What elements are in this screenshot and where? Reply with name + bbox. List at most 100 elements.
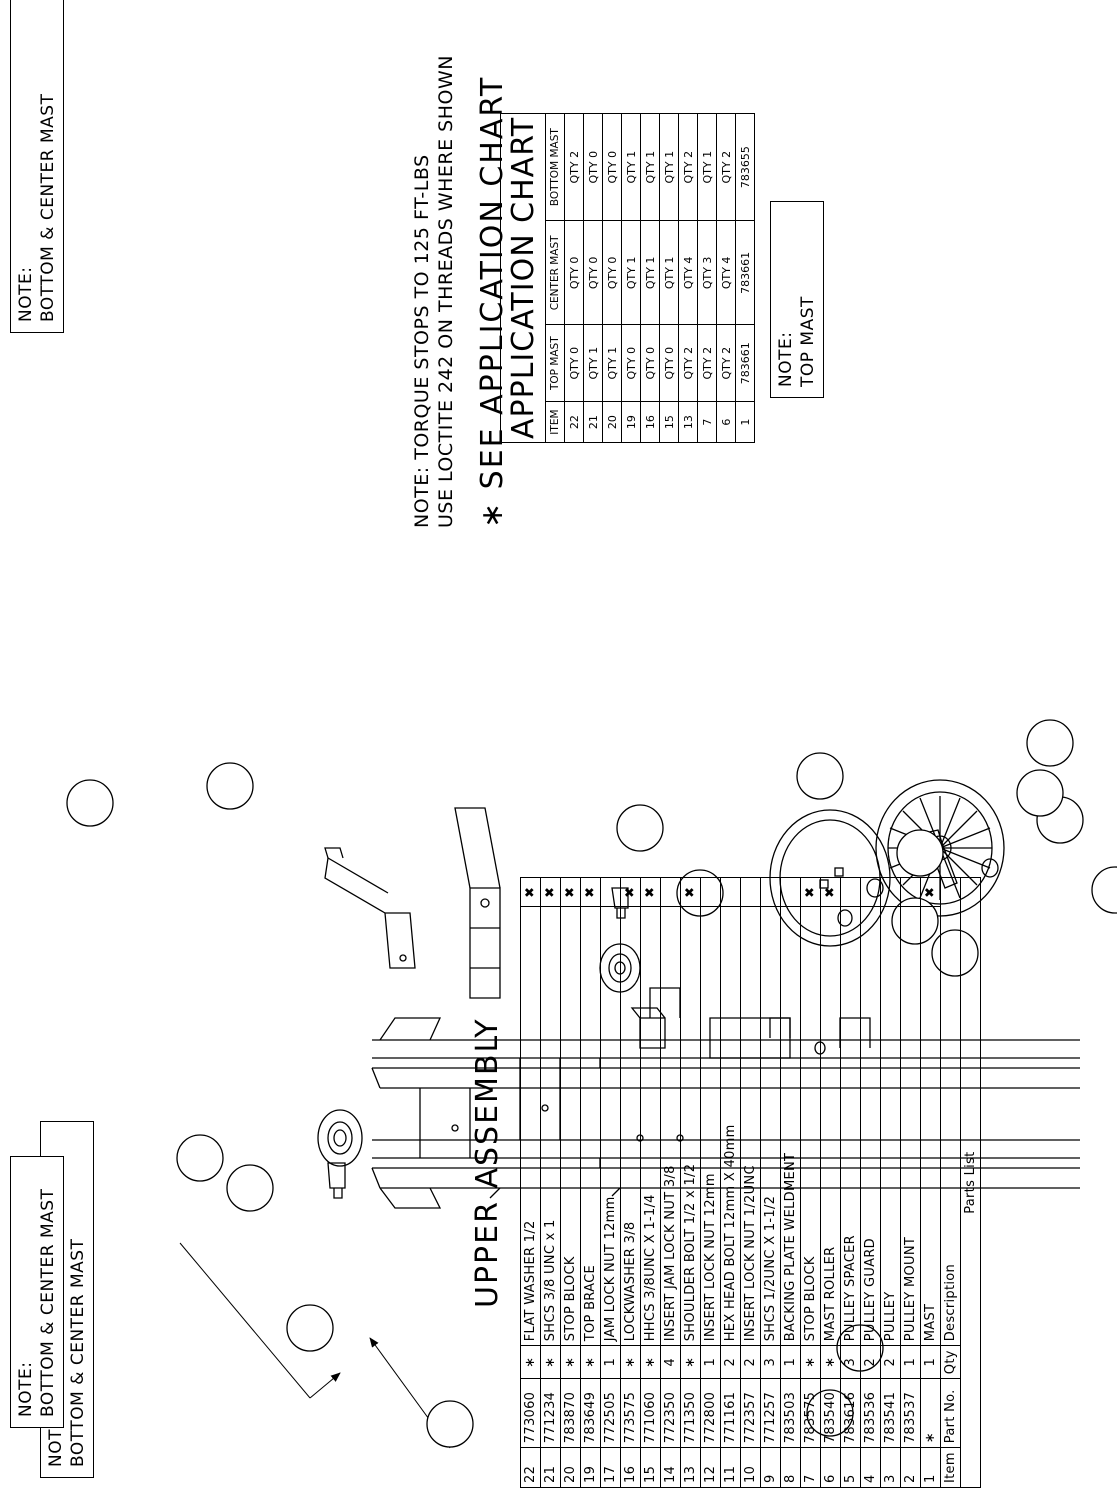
parts-list-cell: SHCS 1/2UNC X 1-1/2 — [760, 906, 781, 1346]
application-chart-cell: QTY 1 — [621, 221, 641, 325]
parts-list-cell: 7 — [800, 1447, 821, 1488]
application-chart-cell: 20 — [602, 401, 622, 443]
parts-list-cell: 783575 — [800, 1378, 821, 1448]
application-chart-cell: QTY 1 — [640, 221, 660, 325]
parts-list-col-header: Description — [940, 877, 961, 1346]
application-chart-cell: QTY 2 — [678, 113, 698, 221]
shoulder-bolt-part — [327, 1162, 346, 1199]
application-chart-cell: QTY 2 — [678, 324, 698, 402]
parts-list-cell: 783503 — [780, 1378, 801, 1448]
application-chart-cell: QTY 0 — [564, 324, 584, 402]
application-chart-cell: QTY 2 — [716, 324, 736, 402]
shcs-part — [649, 987, 681, 1018]
parts-list-cell — [900, 877, 921, 907]
parts-list-cell: 16 — [620, 1447, 641, 1488]
col-header: BOTTOM MAST — [545, 113, 565, 221]
application-chart-cell: 783655 — [735, 113, 755, 221]
application-chart-cell: QTY 0 — [564, 221, 584, 325]
parts-list-cell: ∗ — [800, 1345, 821, 1379]
parts-list-cell: MAST — [920, 906, 941, 1346]
parts-list-cell: INSERT LOCK NUT 1/2UNC — [740, 906, 761, 1346]
mast-roller-part — [317, 1109, 363, 1167]
parts-list-cell: 13 — [680, 1447, 701, 1488]
application-chart-cell: 19 — [621, 401, 641, 443]
parts-list-cell: ∗ — [540, 1345, 561, 1379]
application-chart-cell: QTY 0 — [602, 113, 622, 221]
application-chart-cell: QTY 1 — [602, 324, 622, 402]
application-chart-cell: 16 — [640, 401, 660, 443]
parts-list-cell — [860, 877, 881, 907]
parts-list-cell: 4 — [860, 1447, 881, 1488]
hhcs-part — [839, 1017, 871, 1048]
application-chart-cell: QTY 0 — [621, 324, 641, 402]
parts-list-col-header: Part No. — [940, 1378, 961, 1448]
assembly-title: UPPER ASSEMBLY — [470, 1017, 505, 1308]
parts-list-cell: ✖ — [680, 877, 701, 907]
parts-list-cell: 1 — [600, 1345, 621, 1379]
parts-list-cell: PULLEY SPACER — [840, 906, 861, 1346]
parts-list-cell — [780, 877, 801, 907]
application-chart-cell: QTY 4 — [678, 221, 698, 325]
exploded-view — [66, 719, 1117, 1449]
application-chart-cell: 6 — [716, 401, 736, 443]
parts-list-cell — [740, 877, 761, 907]
col-header: CENTER MAST — [545, 221, 565, 325]
parts-list-cell: FLAT WASHER 1/2 — [520, 906, 541, 1346]
application-chart-cell: QTY 3 — [697, 221, 717, 325]
parts-list-cell: LOCKWASHER 3/8 — [620, 906, 641, 1346]
application-chart-cell: 22 — [564, 401, 584, 443]
col-header: TOP MAST — [545, 324, 565, 402]
parts-list-cell: 2 — [720, 1345, 741, 1379]
parts-list-cell: ✖ — [540, 877, 561, 907]
torque-note: NOTE: TORQUE STOPS TO 125 FT-LBS USE LOC… — [410, 55, 458, 528]
application-chart-cell: QTY 0 — [602, 221, 622, 325]
parts-list-cell: 783616 — [840, 1378, 861, 1448]
parts-list-col-header: Item — [940, 1447, 961, 1488]
parts-list-cell: 772350 — [660, 1378, 681, 1448]
parts-list-cell: ✖ — [520, 877, 541, 907]
parts-list-cell: 772505 — [600, 1378, 621, 1448]
parts-list-cell: 15 — [640, 1447, 661, 1488]
parts-list-cell: 771161 — [720, 1378, 741, 1448]
application-chart-cell: QTY 4 — [716, 221, 736, 325]
col-header: ITEM — [545, 401, 565, 443]
note-text: BOTTOM & CENTER MAST — [38, 1188, 58, 1417]
parts-list-cell: 6 — [820, 1447, 841, 1488]
parts-list-cell: 773060 — [520, 1378, 541, 1448]
shoulder-bolt-part — [611, 887, 629, 919]
parts-list-cell — [760, 877, 781, 907]
parts-list-cell: 783540 — [820, 1378, 841, 1448]
parts-list-cell: 2 — [740, 1345, 761, 1379]
pulley-spacer-part — [866, 878, 884, 898]
application-chart-cell: 21 — [583, 401, 603, 443]
parts-list-cell: JAM LOCK NUT 12mm — [600, 906, 621, 1346]
application-chart-cell: QTY 2 — [697, 324, 717, 402]
parts-list-cell: ✖ — [920, 877, 941, 907]
parts-list-cell: 772357 — [740, 1378, 761, 1448]
parts-list-cell: 2 — [900, 1447, 921, 1488]
parts-list-cell: ✖ — [820, 877, 841, 907]
parts-list-cell: 771234 — [540, 1378, 561, 1448]
parts-list-cell: 783541 — [880, 1378, 901, 1448]
parts-list-cell: 11 — [720, 1447, 741, 1488]
application-chart-cell: QTY 0 — [640, 324, 660, 402]
parts-list-cell: BACKING PLATE WELDMENT — [780, 906, 801, 1346]
mast-roller-part — [599, 943, 641, 993]
note-text: BOTTOM & CENTER MAST — [38, 93, 58, 322]
parts-list-cell: ∗ — [520, 1345, 541, 1379]
